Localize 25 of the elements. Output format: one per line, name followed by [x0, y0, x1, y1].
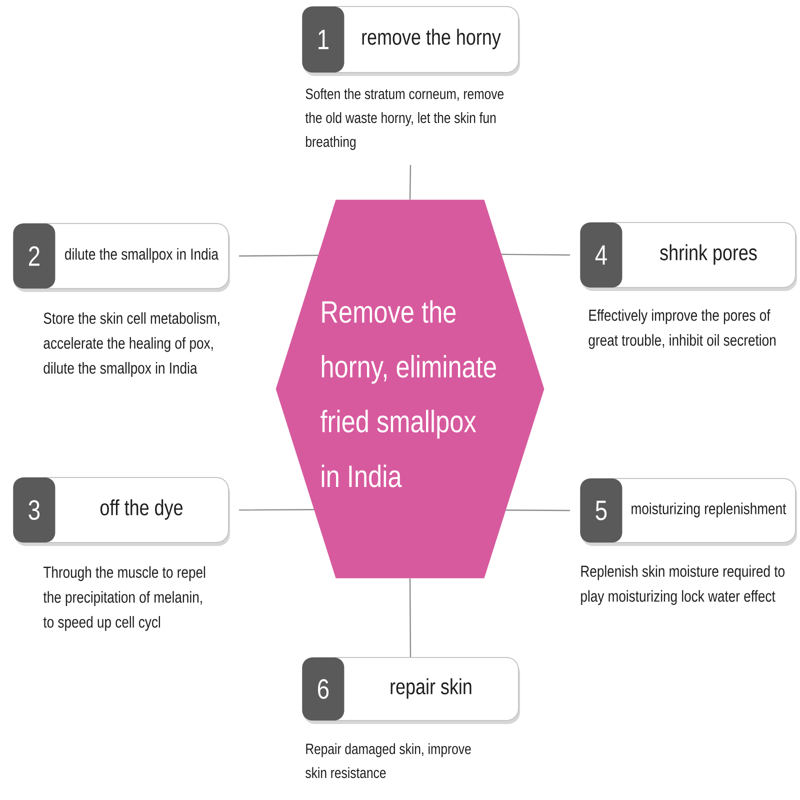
label-pill: 6 repair skin — [302, 657, 520, 724]
label-pill: 1 remove the horny — [302, 6, 520, 76]
description-text: Store the skin cell metabolism, accelerate the healing of pox, dilute the smallpox in India — [44, 312, 220, 377]
description-text: Soften the stratum corneum, remove the old waste horny, let the skin fun breathing — [305, 88, 504, 150]
connector-line — [502, 254, 570, 256]
number-badge: 2 — [13, 224, 56, 288]
number-badge: 5 — [580, 478, 622, 542]
number-badge: 6 — [302, 658, 344, 720]
number-badge: 1 — [302, 6, 344, 72]
connector-line — [239, 254, 318, 257]
label-pill: 5 moisturizing replenishment — [580, 478, 797, 546]
connector-line — [409, 578, 412, 658]
label-pill: 2 dilute the smallpox in India — [13, 223, 230, 292]
description-text: Effectively improve the pores of great trouble, inhibit oil secretion — [588, 309, 776, 349]
label-pill: 3 off the dye — [13, 477, 230, 546]
connector-line — [506, 510, 570, 512]
number-badge: 4 — [580, 222, 622, 288]
number-badge: 3 — [13, 478, 56, 542]
description-text: Repair damaged skin, improve skin resistance — [306, 743, 471, 778]
connector-line — [239, 509, 314, 511]
hexagon: Remove the horny, eliminate fried smallpox in India — [276, 200, 544, 578]
label-pill: 4 shrink pores — [580, 222, 797, 291]
connector-line — [409, 165, 412, 200]
description-text: Replenish skin moisture required to play moisturizing lock water effect — [581, 565, 784, 605]
description-text: Through the muscle to repel the precipitation of melanin, to speed up cell cycl — [43, 566, 206, 631]
